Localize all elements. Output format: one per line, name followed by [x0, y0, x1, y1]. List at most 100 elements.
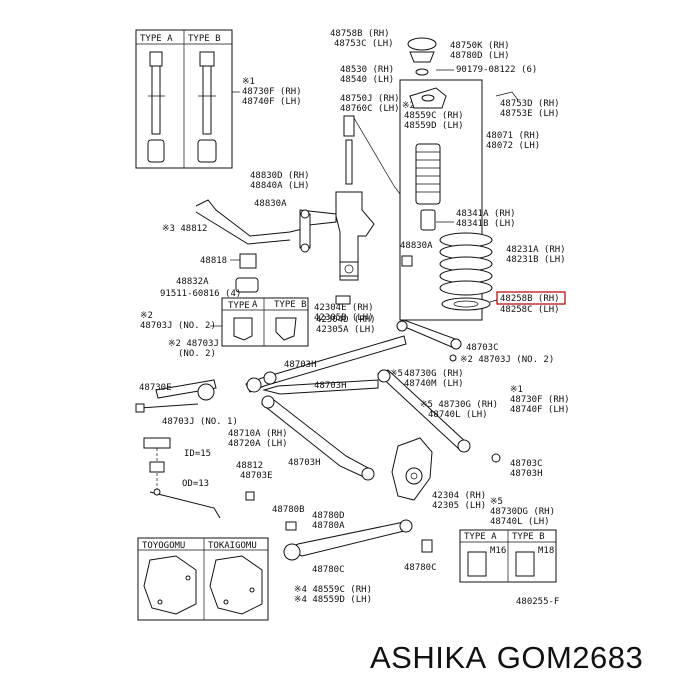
label-48812: ※3 48812 [162, 224, 207, 234]
label-48780c-a: 48780C [312, 565, 345, 575]
label-48818: 48818 [200, 256, 227, 266]
label-48840a: 48840A (LH) [250, 181, 310, 191]
label-48559d-b: ※4 48559D (LH) [294, 595, 372, 605]
label-48072: 48072 (LH) [486, 141, 540, 151]
stabilizer-bar-drawing [195, 199, 311, 253]
label-48703j-no1: 48703J (NO. 1) [162, 417, 238, 427]
bolt-size-inset: TYPE A TYPE B M16 M18 [459, 529, 557, 583]
label-48750k: 48750K (RH) [450, 41, 510, 51]
spring-insulator-drawing [441, 297, 491, 311]
m18-label: M18 [538, 546, 554, 556]
type-ab-inset: TYPE A TYPE B [135, 29, 240, 169]
label-48703j-no2-c: ※2 48703J (NO. 2) [460, 355, 554, 365]
label-2-marker-b: ※2 [140, 311, 153, 321]
diagram-code: 480255-F [516, 597, 559, 607]
label-48540: 48540 (LH) [340, 75, 394, 85]
type-a-bracket-label: A [252, 300, 258, 310]
label-48258b: 48258B (RH) [500, 294, 560, 304]
label-48703j-b: ※2 48703J [168, 339, 219, 349]
label-42304: 42304 (RH) [432, 491, 486, 501]
label-48703h-a: 48703H [284, 360, 317, 370]
product-caption: ASHIKA GOM2683 [370, 640, 695, 690]
label-48753d: 48753D (RH) [500, 99, 560, 109]
label-48830d: 48830D (RH) [250, 171, 310, 181]
label-48258c: 48258C (LH) [500, 305, 560, 315]
label-48703c-b: 48703C [510, 459, 543, 469]
label-48832a: 48832A [176, 277, 209, 287]
label-48780d-b: 48780D [312, 511, 345, 521]
label-id15: ID=15 [184, 449, 211, 459]
label-48750j: 48750J (RH) [340, 94, 400, 104]
label-48703j-no2-a: 48703J (NO. 2) [140, 321, 216, 331]
bushing-drawing [235, 253, 259, 293]
label-48231a: 48231A (RH) [506, 245, 566, 255]
tokai-label: TOKAIGOMU [208, 541, 257, 551]
label-48730e-left: 48730E [139, 383, 172, 393]
label-48730g-b: ※5 48730G (RH) [420, 400, 498, 410]
shock-absorber-drawing [299, 115, 375, 281]
label-48740l-b: 48740L (LH) [490, 517, 550, 527]
lower-arm-drawing [260, 395, 375, 481]
label-48730f-b: 48730F (RH) [510, 395, 570, 405]
label-48780a: 48780A [312, 521, 345, 531]
label-42304e: 42304E (RH) [314, 303, 374, 313]
rear-link-drawing [377, 369, 471, 453]
type-a-label: TYPE A [140, 34, 173, 44]
label-48703c-a: 48703C [466, 343, 499, 353]
label-48710a: 48710A (RH) [228, 429, 288, 439]
label-2-marker: ※2 [402, 101, 415, 111]
label-48758b: 48758B (RH) [330, 29, 390, 39]
type-b-bracket-label: TYPE B [274, 300, 307, 310]
label-48730f-top: ※1 [242, 77, 255, 87]
label-48559c: 48559C (RH) [404, 111, 464, 121]
type-a-link-drawing [147, 51, 165, 163]
label-48720a: 48720A (LH) [228, 439, 288, 449]
coil-spring-drawing [439, 232, 493, 296]
dust-boot-drawing [415, 143, 441, 231]
upper-mount-group [407, 37, 437, 76]
label-5-marker: ※5 [390, 369, 403, 379]
label-48780b: 48780B [272, 505, 305, 515]
toyo-label: TOYOGOMU [142, 541, 185, 551]
brand-name: ASHIKA [370, 640, 487, 675]
label-42304d-visible: 42304D (RH) [316, 315, 376, 325]
label-48740l: 48740L (LH) [428, 410, 488, 420]
label-48703e: 48703E [240, 471, 273, 481]
highlight-48258b [496, 291, 566, 305]
bushing-size-inset [143, 437, 221, 519]
bottom-link-drawing [283, 519, 433, 561]
label-91511: 91511-60816 (4) [160, 289, 241, 299]
label-48559d: 48559D (LH) [404, 121, 464, 131]
label-90179: 90179-08122 (6) [456, 65, 537, 75]
label-48703h-d: 48703H [510, 469, 543, 479]
label-48730g: 48730G (RH) [404, 369, 464, 379]
label-48740m: 48740M (LH) [404, 379, 464, 389]
label-48780d: 48780D (LH) [450, 51, 510, 61]
label-48730dg: 48730DG (RH) [490, 507, 555, 517]
label-48703h-b: 48703H [314, 381, 347, 391]
spring-kit-box [399, 79, 483, 321]
label-48753e: 48753E (LH) [500, 109, 560, 119]
m16-label: M16 [490, 546, 506, 556]
label-48780c-b: 48780C [404, 563, 437, 573]
bolt-type-a-label: TYPE A [464, 532, 497, 542]
label-48753c: 48753C (LH) [334, 39, 394, 49]
label-48830a-left: 48830A [254, 199, 287, 209]
lateral-links-drawing [155, 335, 407, 401]
label-48740f-b: 48740F (LH) [510, 405, 570, 415]
label-48760c: 48760C (LH) [340, 104, 400, 114]
part-number: GOM2683 [496, 640, 644, 675]
knuckle-drawing [391, 437, 433, 501]
rod-drawing [135, 403, 199, 413]
label-48740f: 48740F (LH) [242, 97, 302, 107]
label-48341b: 48341B (LH) [456, 219, 516, 229]
type-label-small: TYPE [228, 301, 250, 311]
label-48812-b: 48812 [236, 461, 263, 471]
label-no2: (NO. 2) [178, 349, 216, 359]
label-48341a: 48341A (RH) [456, 209, 516, 219]
label-5-marker-b: ※5 [490, 497, 503, 507]
label-42305a: 42305A (LH) [316, 325, 376, 335]
label-42305: 42305 (LH) [432, 501, 486, 511]
label-42305b: 42305B (LH) [314, 313, 374, 323]
